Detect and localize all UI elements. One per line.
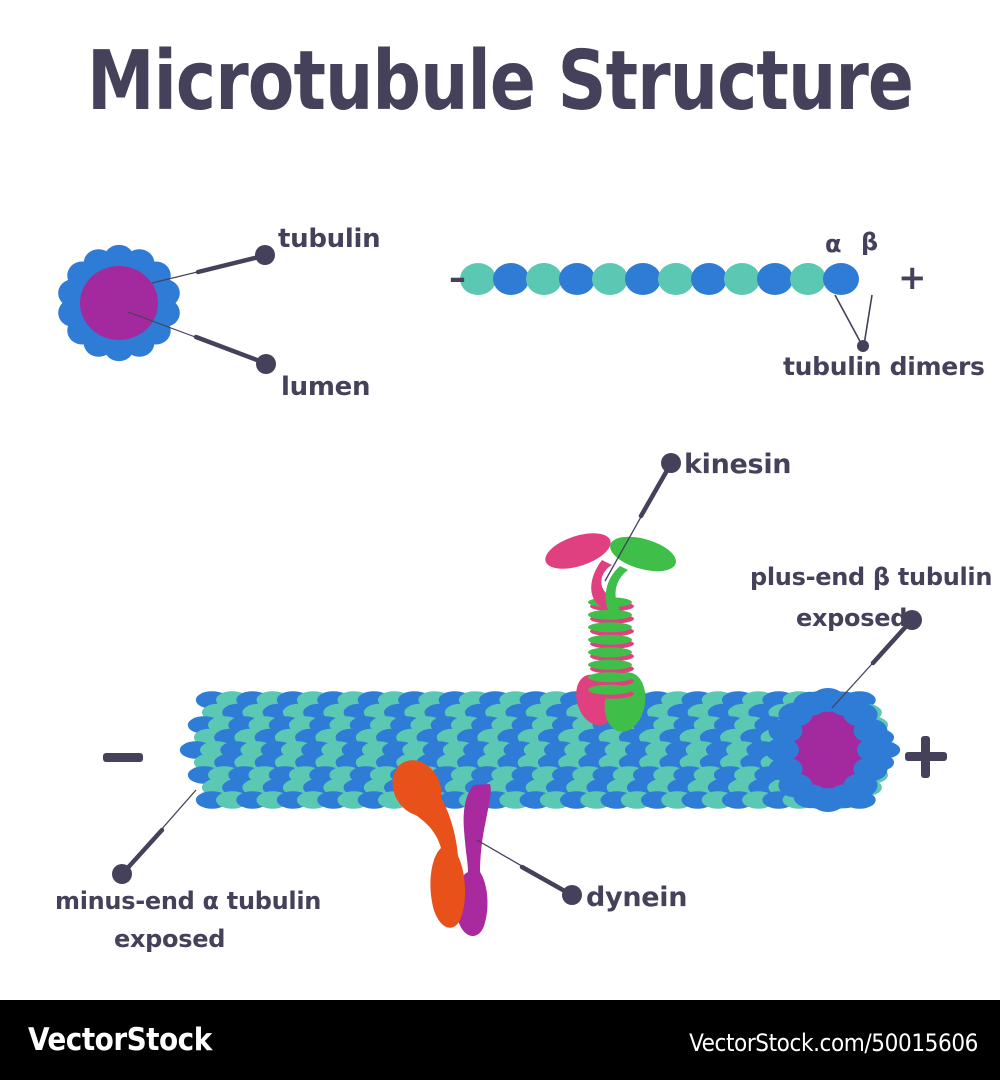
cross-section-lumen (80, 266, 158, 340)
leader-line-minus-end-thick (121, 827, 165, 875)
microtubule-plus-end-ring (765, 688, 891, 812)
leader-line-plus-end-thick (870, 619, 913, 666)
page-title: Microtubule Structure (86, 34, 914, 129)
leader-dot-lumen (256, 354, 276, 374)
kinesin-neck-green (605, 566, 628, 612)
protofilament-subunit-alpha (460, 263, 496, 295)
leader-dot-dynein (562, 885, 582, 905)
kinesin-coil-turn-green (588, 672, 632, 683)
microtubule-plus-sign-v (921, 736, 930, 778)
label-dynein: dynein (586, 882, 688, 913)
plus-end-subunit (765, 738, 799, 762)
protofilament-subunit-alpha (658, 263, 694, 295)
protofilament-group (460, 263, 873, 352)
label-minus-end-line1: minus-end α tubulin (55, 887, 322, 915)
watermark-bar (0, 1000, 1000, 1080)
dimer-leader-alpha (834, 294, 863, 346)
label-minus-end-line2: exposed (114, 925, 226, 953)
label-beta-tubulin: β (861, 228, 878, 256)
protofilament-subunit-beta (559, 263, 595, 295)
label-tubulin-dimers: tubulin dimers (783, 352, 985, 381)
kinesin-coil-turn-green (588, 659, 632, 670)
leader-line-kinesin-thick (638, 464, 672, 519)
label-tubulin: tubulin (278, 224, 381, 254)
plus-end-subunit (853, 718, 888, 743)
watermark-brand: VectorStock (28, 1022, 212, 1058)
protofilament-subunit-alpha (526, 263, 562, 295)
end-annotations (103, 610, 947, 884)
dynein-motor (392, 760, 582, 937)
leader-dot-kinesin (661, 453, 681, 473)
protofilament-subunit-beta (823, 263, 859, 295)
kinesin-coiled-coil (588, 597, 634, 699)
leader-line-dynein-thick (519, 864, 573, 897)
leader-line-tubulin-thick (195, 253, 266, 275)
protofilament-subunit-beta (625, 263, 661, 295)
kinesin-coil-turn-green (588, 684, 632, 695)
kinesin-coil-turn-green (588, 647, 632, 658)
microtubule-body-group (179, 688, 901, 812)
leader-dot-tubulin (255, 245, 275, 265)
protofilament-subunits (460, 263, 859, 295)
dimer-leader-dot (857, 340, 869, 352)
label-lumen: lumen (281, 372, 371, 402)
protofilament-subunit-alpha (592, 263, 628, 295)
kinesin-head-pink (545, 533, 611, 569)
label-plus-end-line1: plus-end β tubulin (750, 563, 993, 591)
microtubule-minus-sign (103, 753, 143, 762)
protofilament-subunit-beta (757, 263, 793, 295)
label-plus-end-line2: exposed (796, 604, 908, 632)
plus-end-subunit (768, 757, 803, 782)
kinesin-coil-turn-green (588, 634, 632, 645)
protofilament-subunit-alpha (724, 263, 760, 295)
protofilament-subunit-beta (691, 263, 727, 295)
microtubule-plus-end-lumen (788, 708, 868, 792)
leader-dot-plus-end (902, 610, 922, 630)
dynein-head-bulb (392, 760, 442, 816)
dimer-leader-beta (863, 294, 873, 346)
kinesin-head-green (610, 536, 676, 572)
label-alpha-tubulin: α (825, 230, 842, 258)
kinesin-coil-turn-green (588, 609, 632, 620)
protofilament-subunit-alpha (790, 263, 826, 295)
leader-line-lumen-thick (193, 334, 268, 366)
protofilament-plus-sign: + (898, 258, 927, 298)
leader-dot-minus-end (112, 864, 132, 884)
plus-end-subunit (857, 738, 891, 762)
protofilament-subunit-beta (493, 263, 529, 295)
protofilament-minus-sign: – (449, 258, 466, 298)
label-kinesin: kinesin (684, 449, 792, 480)
kinesin-motor (545, 453, 681, 732)
kinesin-coil-turn-green (588, 622, 632, 633)
plus-end-subunit (793, 691, 828, 716)
cross-section-group (58, 244, 276, 374)
watermark-url: VectorStock.com/50015606 (689, 1029, 978, 1057)
